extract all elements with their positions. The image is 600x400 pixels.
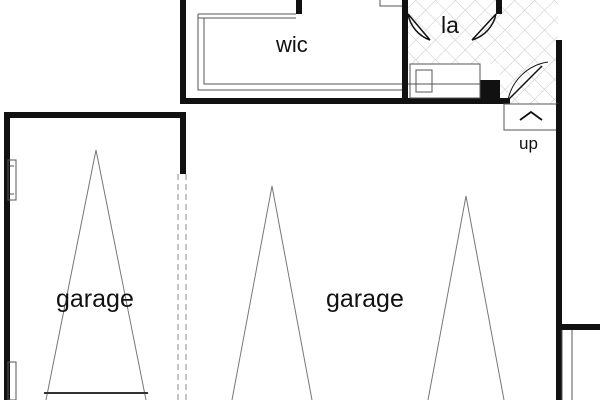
room-label-laundry: la	[441, 12, 459, 38]
garage-side-door	[7, 159, 17, 400]
garage-opening	[177, 174, 187, 400]
garage-door-cone-icon	[45, 149, 505, 400]
garage-right-opening	[561, 330, 573, 400]
garage-left-floor-line	[44, 392, 148, 394]
room-label-stair-up: up	[519, 134, 538, 153]
room-label-garage-left: garage	[56, 285, 134, 313]
laundry-tile-floor	[408, 0, 558, 64]
wic-walls	[180, 0, 510, 104]
room-label-wic: wic	[276, 32, 308, 57]
room-label-garage-main: garage	[326, 285, 404, 313]
hall-tile-floor	[500, 60, 558, 104]
stair-landing	[503, 103, 559, 131]
laundry-walls	[402, 0, 562, 104]
laundry-fixtures	[379, 0, 481, 99]
stair-arrow-icon	[519, 110, 543, 121]
door-swing-icon	[407, 13, 549, 101]
garage-walls	[4, 104, 600, 400]
wic-shelving	[197, 13, 402, 91]
